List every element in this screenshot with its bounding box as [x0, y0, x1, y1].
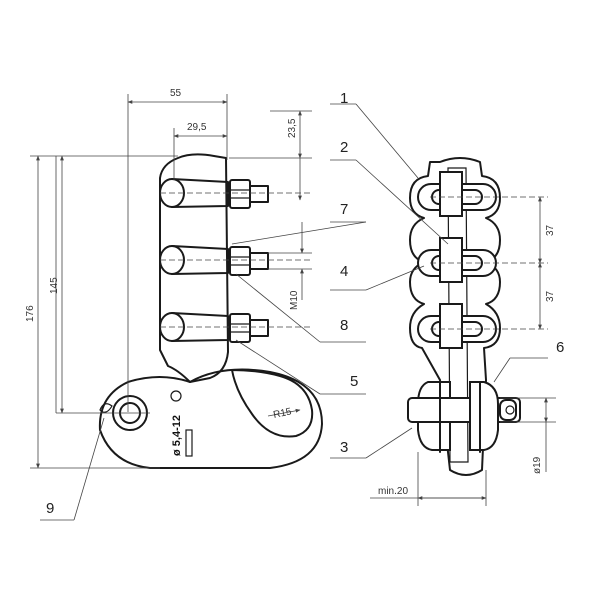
callout-5: 5	[350, 373, 358, 390]
size-marking: ø 5,4-12	[171, 415, 183, 456]
callout-numbers: 1 2 3 4 5 6 7 8 9	[46, 90, 564, 517]
bolt-clamp-bottom	[159, 312, 269, 343]
callout-9: 9	[46, 500, 54, 517]
front-bolt-top	[417, 171, 497, 217]
dim-r15: R15	[272, 406, 293, 421]
callout-leaders	[40, 103, 548, 521]
hook-body	[98, 368, 323, 469]
callout-1: 1	[340, 90, 348, 107]
callout-8: 8	[340, 317, 348, 334]
front-body-outline	[409, 157, 501, 476]
dim-176: 176	[25, 305, 36, 322]
front-pin-head	[499, 399, 517, 421]
dim-37-upper: 37	[545, 224, 556, 236]
callout-3: 3	[340, 439, 348, 456]
front-view	[407, 157, 548, 476]
marking-box	[185, 429, 193, 457]
marking-circle	[170, 390, 182, 402]
front-bolt-middle	[417, 237, 497, 283]
callout-6: 6	[556, 339, 564, 356]
side-view-dimensions: 55 29,5 23,5 176 145 M10 R15	[25, 88, 312, 469]
front-pin-right	[469, 381, 499, 451]
keeper-clip	[99, 403, 113, 413]
clamp-body-outline	[159, 153, 229, 383]
callout-4: 4	[340, 263, 348, 280]
front-pin-dot	[505, 405, 515, 415]
dim-55: 55	[170, 88, 182, 99]
dim-37-lower: 37	[545, 290, 556, 302]
side-view: ø 5,4-12	[98, 153, 323, 469]
hook-opening	[231, 369, 314, 438]
callout-7: 7	[340, 201, 348, 218]
bolt-clamp-middle	[159, 245, 269, 276]
dim-23-5: 23,5	[287, 118, 298, 138]
dim-29-5: 29,5	[187, 122, 207, 133]
dim-min-20: min.20	[378, 486, 408, 497]
bolt-clamp-top	[159, 178, 269, 209]
dim-m10: M10	[289, 290, 300, 310]
front-inner-slot	[447, 167, 469, 463]
front-view-dimensions: 37 37 ø19 min.20	[370, 196, 556, 506]
callout-2: 2	[340, 139, 348, 156]
front-bolt-bottom	[417, 303, 497, 349]
dim-dia-19: ø19	[532, 456, 543, 474]
dim-145: 145	[49, 277, 60, 294]
